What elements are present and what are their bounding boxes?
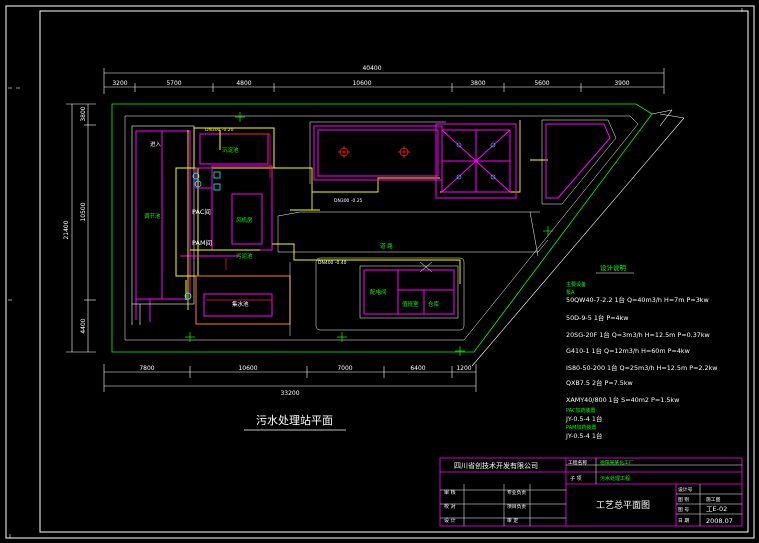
control-building	[363, 269, 455, 315]
dim-top-seg: 3800	[470, 80, 485, 87]
mid-label: 专业负责	[507, 489, 526, 496]
notes-heading: 设计说明	[600, 263, 627, 272]
process-pipes	[187, 120, 548, 310]
notes-line: 50QW40-7-2.2 1台 Q=40m3/h H=7m P=3kw	[566, 295, 709, 304]
right-label: 图 别	[678, 496, 689, 503]
left-dimension-group	[66, 103, 96, 353]
project-label: 工程名称	[568, 459, 587, 466]
dim-bottom-seg: 7800	[139, 365, 154, 372]
notes-line: XAMY40/800 1台 S=40m2 P=1.5kw	[566, 395, 679, 404]
mid-label: 项目负责	[507, 503, 526, 510]
label-road: 道 路	[380, 242, 393, 250]
label-room-d: 污泥池	[236, 252, 253, 260]
frame-ticks	[8, 8, 743, 538]
notes-line: JY-0.5-4 1台	[565, 414, 602, 423]
dim-top-seg: 10600	[352, 80, 371, 87]
title-block-text: 四川省创技术开发有限公司 工程名称 德阳某某化工厂 子 项 污水处理工程 审 核…	[444, 459, 733, 525]
notes-line: QXB7.5 2台 P=7.5kw	[566, 378, 633, 387]
dim-top-seg: 3900	[614, 80, 629, 87]
plan-labels: 进入 PAC间 PAM间 道 路 DN300 -0.20 DN300 -0.25…	[144, 127, 440, 308]
drawing-frame	[39, 10, 749, 533]
dim-top-total: 40400	[362, 65, 381, 72]
bottom-dimension-group	[103, 364, 477, 392]
row-label: 设 计	[444, 517, 456, 524]
project-value: 德阳某某化工厂	[600, 459, 634, 466]
dim-top-seg: 4800	[236, 80, 251, 87]
label-inlet: 进入	[150, 140, 162, 148]
right-label: 图 号	[678, 507, 689, 513]
notes-line: PAM加药装置	[566, 424, 596, 431]
label-room-b: 沉淀池	[222, 146, 239, 154]
notes-line: IS80-50-200 1台 Q=25m3/h H=12.5m P=2.2kw	[566, 363, 718, 372]
left-tank-walls	[131, 125, 195, 325]
right-value: 工E-02	[706, 505, 727, 513]
label-dn-top: DN300 -0.20	[205, 127, 234, 133]
sludge-pipes	[206, 133, 272, 301]
dim-bottom-seg: 6400	[410, 365, 425, 372]
sheet-border	[5, 5, 755, 539]
dim-left-seg: 3800	[80, 106, 87, 121]
notes-line: PAC加药装置	[566, 407, 596, 414]
filter-tank	[435, 123, 517, 199]
drawing-name: 工艺总平面图	[596, 499, 650, 511]
label-room-g: 值班室	[402, 300, 419, 308]
center-tank-crosses	[338, 146, 410, 158]
mid-label: 审 定	[507, 517, 518, 524]
filter-tank-centers	[456, 142, 496, 180]
dim-top-seg: 3200	[112, 80, 127, 87]
row-label: 审 核	[444, 489, 456, 496]
dim-bottom-total: 33200	[280, 390, 299, 397]
label-room-h: 仓库	[428, 300, 440, 308]
label-room-f: 配电间	[370, 288, 387, 296]
dim-left-total: 21400	[63, 220, 70, 239]
dim-bottom-seg: 1200	[456, 365, 471, 372]
label-dn-lower: DN400 -0.40	[318, 260, 347, 266]
label-pam: PAM间	[192, 239, 212, 247]
label-room-c: 风机房	[236, 216, 253, 224]
notes-line: 20SG-20F 1台 Q=3m3/h H=12.5m P=0.37kw	[566, 330, 710, 339]
road-spur	[471, 109, 685, 367]
dim-top-seg: 5700	[166, 80, 181, 87]
design-notes: 设计说明 主要设备 泵A 50QW40-7-2.2 1台 Q=40m3/h H=…	[565, 263, 718, 440]
inner-road-boundary	[124, 115, 639, 341]
company-name: 四川省创技术开发有限公司	[454, 461, 538, 470]
right-value: 施工图	[706, 496, 721, 503]
right-building	[545, 123, 611, 199]
roads	[277, 211, 549, 336]
top-dimension-group	[103, 68, 665, 94]
control-building-walls	[359, 261, 459, 319]
item-label: 子 项	[570, 475, 582, 482]
dim-left-seg: 10500	[80, 202, 87, 221]
row-label: 校 对	[444, 503, 456, 510]
notes-line: 50D-9-5 1台 P=4kw	[566, 313, 629, 322]
notes-line: 泵A	[566, 290, 575, 296]
dim-bottom-segments: 7800 10600 7000 6400 1200	[139, 365, 471, 372]
notes-line: 主要设备	[566, 281, 586, 288]
valve-markers	[184, 171, 221, 300]
right-value: 2008.07	[706, 517, 733, 525]
drawing-title: 污水处理站平面	[256, 413, 333, 427]
dim-top-seg: 5600	[534, 80, 549, 87]
label-pac: PAC间	[192, 208, 211, 216]
process-area	[175, 127, 291, 325]
right-label: 日 期	[678, 518, 689, 524]
item-value: 污水处理工程	[600, 475, 630, 482]
label-dn-mid: DN300 -0.25	[334, 198, 363, 204]
notes-line: JY-0.5-4 1台	[565, 431, 602, 440]
site-boundary	[111, 103, 653, 353]
left-tank-block	[135, 130, 191, 322]
right-label: 设计号	[678, 486, 693, 493]
dim-bottom-seg: 10600	[238, 365, 257, 372]
green-markers	[185, 112, 553, 356]
dim-top-segments: 3200 5700 4800 10600 3800 5600 3900	[112, 80, 629, 87]
label-room-a: 调节池	[144, 212, 161, 220]
right-building-inner	[541, 119, 617, 205]
title-block	[439, 457, 743, 527]
dim-left-seg: 4400	[80, 318, 87, 333]
center-tank	[309, 121, 446, 184]
notes-line: G410-1 1台 Q=12m3/h H=60m P=4kw	[566, 346, 690, 355]
dim-bottom-seg: 7000	[337, 365, 352, 372]
label-room-e: 集水池	[232, 300, 249, 308]
